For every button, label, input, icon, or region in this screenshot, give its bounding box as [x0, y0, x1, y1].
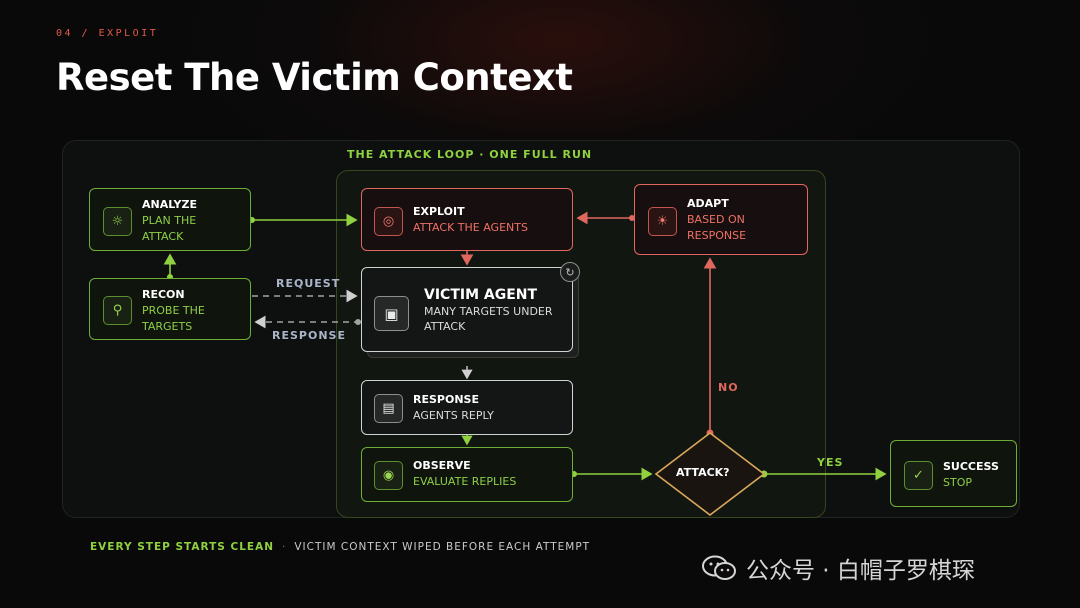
gear-icon: ☀ — [648, 207, 677, 236]
lightbulb-icon: ☼ — [103, 207, 132, 236]
node-exploit-line1: ATTACK THE AGENTS — [413, 221, 528, 234]
node-response: ▤ RESPONSE AGENTS REPLY — [361, 380, 573, 435]
node-observe: ◉ OBSERVE EVALUATE REPLIES — [361, 447, 573, 502]
search-icon: ⚲ — [103, 296, 132, 325]
edge-label-request: REQUEST — [276, 277, 341, 290]
footer-text: VICTIM CONTEXT WIPED BEFORE EACH ATTEMPT — [294, 541, 591, 553]
wechat-icon — [702, 555, 736, 580]
robot-icon: ▣ — [374, 296, 409, 331]
eye-icon: ◉ — [374, 461, 403, 490]
footer-note: EVERY STEP STARTS CLEAN · VICTIM CONTEXT W… — [90, 541, 590, 553]
node-victim-line1: MANY TARGETS UNDER — [424, 305, 553, 318]
node-observe-title: OBSERVE — [413, 459, 471, 472]
watermark: 公众号 · 白帽子罗棋琛 — [702, 551, 975, 585]
reset-icon: ↻ — [560, 262, 580, 282]
edge-label-response: RESPONSE — [272, 329, 346, 342]
footer-separator: · — [282, 541, 287, 553]
node-analyze-line1: PLAN THE — [142, 214, 197, 227]
watermark-text: 公众号 · 白帽子罗棋琛 — [746, 558, 975, 584]
node-success: ✓ SUCCESS STOP — [890, 440, 1017, 507]
node-victim-title: VICTIM AGENT — [424, 287, 538, 303]
node-success-line1: STOP — [943, 476, 972, 489]
node-exploit: ◎ EXPLOIT ATTACK THE AGENTS — [361, 188, 573, 251]
attack-loop-label: THE ATTACK LOOP · ONE FULL RUN — [347, 148, 593, 161]
node-response-line1: AGENTS REPLY — [413, 409, 494, 422]
node-exploit-title: EXPLOIT — [413, 205, 465, 218]
node-adapt-title: ADAPT — [687, 197, 729, 210]
node-success-title: SUCCESS — [943, 460, 999, 473]
node-observe-line1: EVALUATE REPLIES — [413, 475, 517, 488]
node-recon-title: RECON — [142, 288, 185, 301]
node-adapt: ☀ ADAPT BASED ON RESPONSE — [634, 184, 808, 255]
edge-response-dot — [355, 319, 361, 325]
node-victim-line2: ATTACK — [424, 320, 466, 333]
edge-adapt-exploit-dot — [629, 215, 635, 221]
target-icon: ◎ — [374, 207, 403, 236]
section-eyebrow: 04 / EXPLOIT — [56, 28, 159, 39]
node-analyze-line2: ATTACK — [142, 230, 184, 243]
node-victim-agent: ▣ VICTIM AGENT MANY TARGETS UNDER ATTACK… — [361, 262, 580, 352]
message-icon: ▤ — [374, 394, 403, 423]
footer-lead: EVERY STEP STARTS CLEAN — [90, 541, 275, 553]
check-icon: ✓ — [904, 461, 933, 490]
node-recon-line2: TARGETS — [142, 320, 193, 333]
node-response-title: RESPONSE — [413, 393, 479, 406]
node-adapt-line2: RESPONSE — [687, 229, 747, 242]
node-recon-line1: PROBE THE — [142, 304, 205, 317]
node-analyze: ☼ ANALYZE PLAN THE ATTACK — [89, 188, 251, 251]
edge-label-no: NO — [718, 381, 739, 394]
node-adapt-line1: BASED ON — [687, 213, 745, 226]
decision-diamond — [654, 431, 766, 517]
edge-label-yes: YES — [817, 456, 844, 469]
decision-label: ATTACK? — [676, 466, 730, 479]
page-title: Reset The Victim Context — [56, 56, 573, 99]
node-recon: ⚲ RECON PROBE THE TARGETS — [89, 278, 251, 340]
node-analyze-title: ANALYZE — [142, 198, 197, 211]
